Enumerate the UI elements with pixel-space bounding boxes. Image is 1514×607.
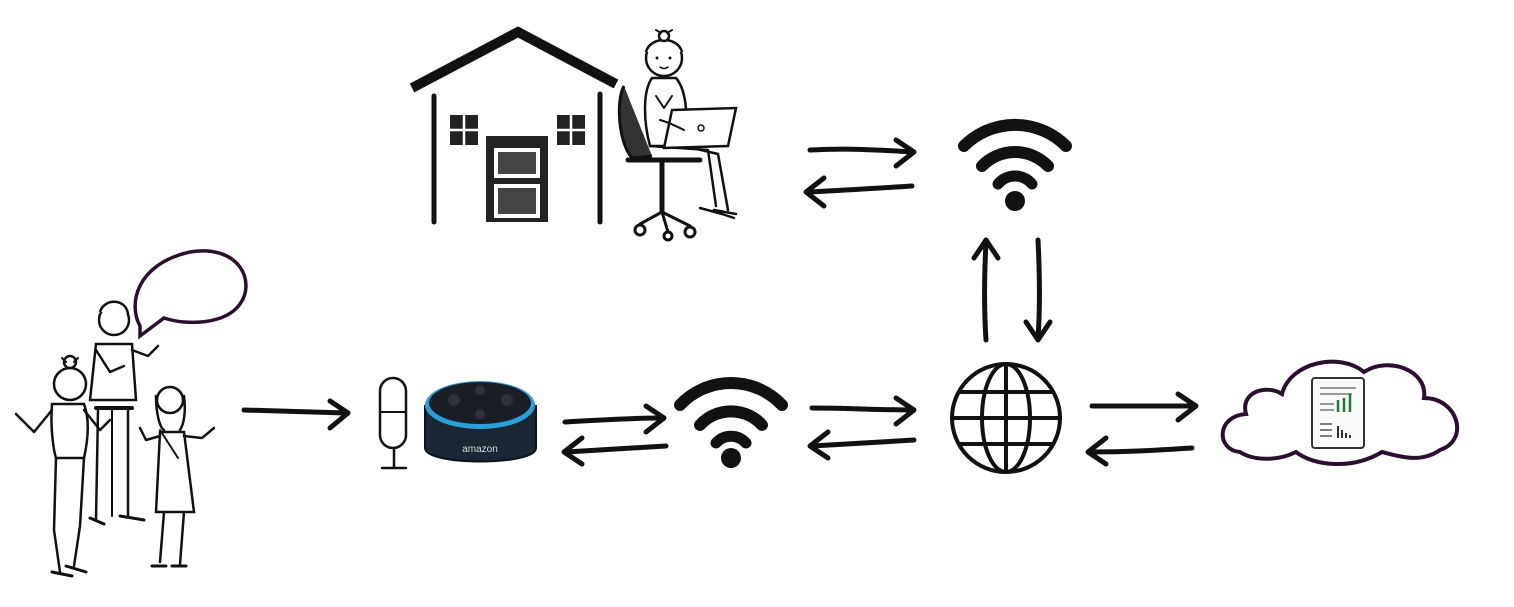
arrows-home-wifi (803, 137, 917, 209)
smart-speaker-icon: amazon (424, 381, 537, 463)
house-icon (409, 26, 619, 225)
speaker-brand-label: amazon (462, 444, 498, 455)
wifi-icon-home (958, 118, 1072, 211)
people-group-icon (14, 300, 216, 578)
arrows-globe-cloud (1085, 391, 1199, 467)
microphone-icon (378, 376, 408, 470)
arrow-speech-to-device (241, 398, 351, 431)
globe-icon (950, 362, 1062, 474)
speech-bubble-icon (133, 249, 248, 340)
arrows-speaker-wifi (561, 403, 669, 467)
cloud-report-icon (1220, 359, 1460, 466)
arrows-globe-wifi-vertical (971, 237, 1053, 343)
woman-with-laptop-icon (617, 29, 738, 242)
arrows-wifi-globe (807, 395, 917, 461)
wifi-icon (674, 377, 788, 468)
